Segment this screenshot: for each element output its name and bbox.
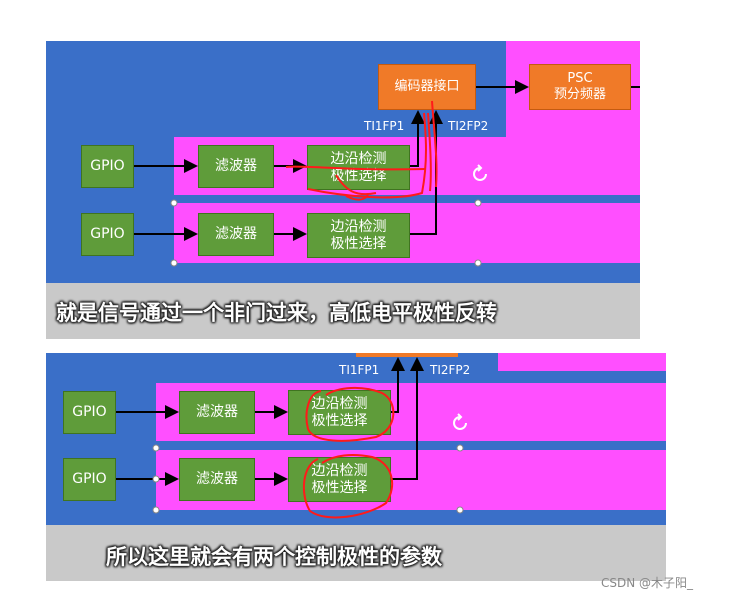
edge-polarity-block-2: 边沿检测 极性选择 [307,213,410,258]
ti2fp2-label: TI2FP2 [448,119,489,133]
csdn-watermark: CSDN @木子阳_ [601,576,694,590]
screenshot-1: GPIO GPIO 滤波器 滤波器 边沿检测 极性选择 边沿检测 极性选择 编码… [46,41,640,339]
filter-block-1: 滤波器 [198,145,274,188]
filter-block-1: 滤波器 [179,391,255,434]
gpio-block-2: GPIO [63,458,116,501]
subtitle-bar [46,525,666,581]
encoder-block-edge [356,353,458,357]
gpio-block-2: GPIO [81,213,134,256]
ti1fp1-label: TI1FP1 [364,119,405,133]
filter-block-2: 滤波器 [198,213,274,256]
subtitle-text: 就是信号通过一个非门过来，高低电平极性反转 [56,301,497,325]
encoder-interface-block: 编码器接口 [378,64,476,110]
gpio-block-1: GPIO [63,391,116,434]
ti1fp1-label: TI1FP1 [339,363,380,377]
subtitle-text: 所以这里就会有两个控制极性的参数 [106,545,442,569]
timer-block-background [498,353,666,371]
edge-polarity-block-1: 边沿检测 极性选择 [288,390,391,435]
psc-prescaler-block: PSC 预分频器 [529,64,631,110]
edge-polarity-block-2: 边沿检测 极性选择 [288,457,391,502]
subtitle-bar [46,283,640,339]
screenshot-2: GPIO GPIO 滤波器 滤波器 边沿检测 极性选择 边沿检测 极性选择 TI… [46,353,666,581]
edge-polarity-block-1: 边沿检测 极性选择 [307,145,410,190]
ti2fp2-label: TI2FP2 [430,363,471,377]
gpio-block-1: GPIO [81,145,134,188]
filter-block-2: 滤波器 [179,458,255,501]
